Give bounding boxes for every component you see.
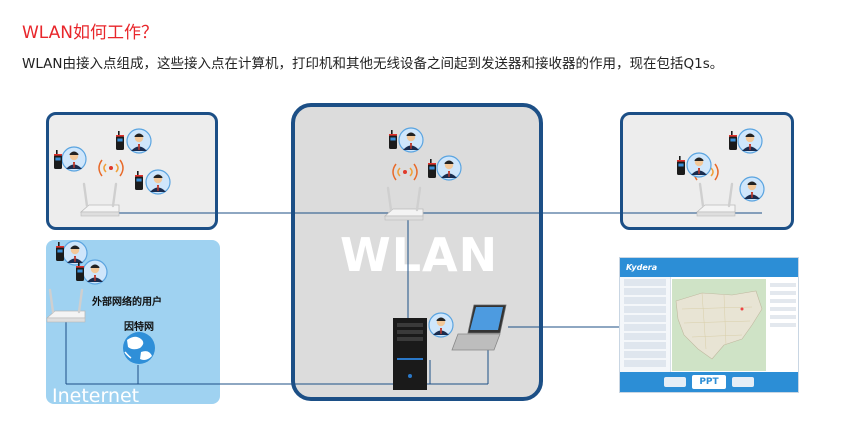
wlan-label: WLAN xyxy=(340,228,499,282)
laptop-icon xyxy=(451,304,507,351)
router-icon xyxy=(695,182,737,218)
router-icon xyxy=(45,288,87,324)
user-icon xyxy=(737,128,763,154)
center-panel-devices xyxy=(383,127,507,390)
router-icon xyxy=(383,186,425,222)
router-icon xyxy=(79,182,121,218)
radio-icon xyxy=(729,131,737,150)
radio-icon xyxy=(54,150,62,169)
app-bottom-button[interactable] xyxy=(732,377,754,387)
internet-panel-devices xyxy=(45,240,155,364)
radio-icon xyxy=(389,130,397,149)
radio-icon xyxy=(677,156,685,175)
app-info-panel xyxy=(768,279,798,371)
ppt-button[interactable]: PPT xyxy=(692,375,726,389)
right-panel-devices xyxy=(677,128,765,218)
user-icon xyxy=(62,240,88,266)
page-title: WLAN如何工作？ xyxy=(22,23,159,43)
user-icon xyxy=(739,176,765,202)
user-icon xyxy=(398,127,424,153)
radio-icon xyxy=(56,242,64,261)
internet-label: Ineternet xyxy=(52,385,140,407)
app-bottom-bar: PPT xyxy=(620,372,798,392)
radio-icon xyxy=(428,159,436,178)
app-sidebar xyxy=(620,277,671,373)
user-icon xyxy=(61,146,87,172)
user-icon xyxy=(428,312,454,338)
app-header: Kydera xyxy=(620,258,798,277)
wifi-signal-icon xyxy=(98,159,124,177)
user-icon xyxy=(686,152,712,178)
server-icon xyxy=(393,318,427,390)
user-icon xyxy=(436,155,462,181)
app-map xyxy=(672,279,766,371)
page-subtitle: WLAN由接入点组成，这些接入点在计算机，打印机和其他无线设备之间起到发送器和接… xyxy=(22,56,724,72)
external-users-label: 外部网络的用户 xyxy=(92,297,162,308)
wifi-signal-icon xyxy=(392,163,418,181)
user-icon xyxy=(126,128,152,154)
user-icon xyxy=(145,169,171,195)
radio-icon xyxy=(135,171,143,190)
user-icon xyxy=(82,259,108,285)
left-panel-devices xyxy=(54,128,171,218)
app-bottom-button[interactable] xyxy=(664,377,686,387)
globe-icon xyxy=(123,332,155,364)
radio-icon xyxy=(116,131,124,150)
internet-cn-label: 因特网 xyxy=(124,322,154,333)
dispatch-app-window: Kydera PPT xyxy=(619,257,799,393)
